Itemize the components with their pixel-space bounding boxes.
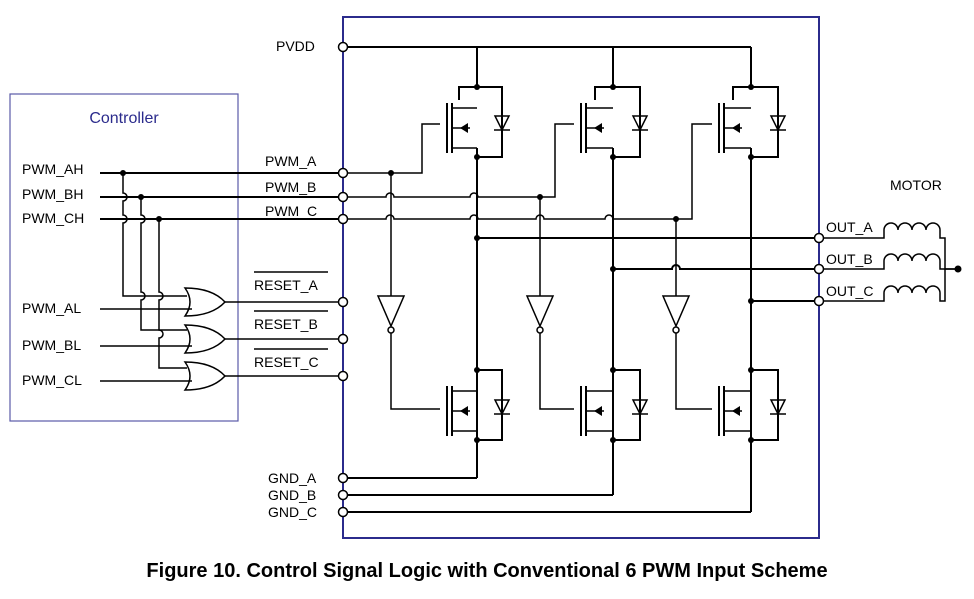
high-gate-routing: [343, 123, 712, 222]
label-pwm-bl: PWM_BL: [22, 337, 81, 353]
label-reset-a: RESET_A: [254, 277, 318, 293]
mosfet-bridge-phase-a: [446, 47, 511, 478]
output-wires: [477, 237, 819, 302]
label-out-a: OUT_A: [826, 219, 873, 235]
label-pwm-a: PWM_A: [265, 153, 317, 169]
label-pwm-bh: PWM_BH: [22, 186, 83, 202]
schematic-svg: Controller PWM_AH PWM_BH PWM_CH PWM_AL P…: [9, 16, 962, 539]
label-reset-c: RESET_C: [254, 354, 319, 370]
label-gnd-c: GND_C: [268, 504, 317, 520]
inverter-a: [376, 173, 440, 410]
pwm-input-wires: [100, 170, 343, 382]
label-out-c: OUT_C: [826, 283, 873, 299]
label-gnd-b: GND_B: [268, 487, 316, 503]
figure-caption: Figure 10. Control Signal Logic with Con…: [146, 560, 828, 582]
label-pwm-ch: PWM_CH: [22, 210, 84, 226]
controller-title: Controller: [89, 110, 159, 127]
label-pvdd: PVDD: [276, 38, 315, 54]
driver-pins: [337, 41, 825, 518]
label-out-b: OUT_B: [826, 251, 873, 267]
or-gate-c: [183, 361, 343, 391]
label-gnd-a: GND_A: [268, 470, 317, 486]
mosfet-bridge-phase-b: [580, 47, 649, 495]
label-pwm-ah: PWM_AH: [22, 161, 83, 177]
label-motor: MOTOR: [890, 177, 942, 193]
inverter-c: [661, 219, 712, 410]
label-pwm-c: PWM_C: [265, 203, 317, 219]
or-gate-b: [183, 324, 343, 354]
label-pwm-al: PWM_AL: [22, 300, 81, 316]
mosfet-bridge-phase-c: [718, 47, 787, 512]
ground-wires: [343, 477, 751, 513]
inverter-b: [525, 197, 574, 410]
label-pwm-b: PWM_B: [265, 179, 316, 195]
label-reset-b: RESET_B: [254, 316, 318, 332]
motor-windings: [823, 222, 962, 302]
driver-box: [342, 16, 820, 539]
or-gate-a: [183, 287, 343, 317]
label-pwm-cl: PWM_CL: [22, 372, 82, 388]
controller-box: [9, 93, 239, 422]
